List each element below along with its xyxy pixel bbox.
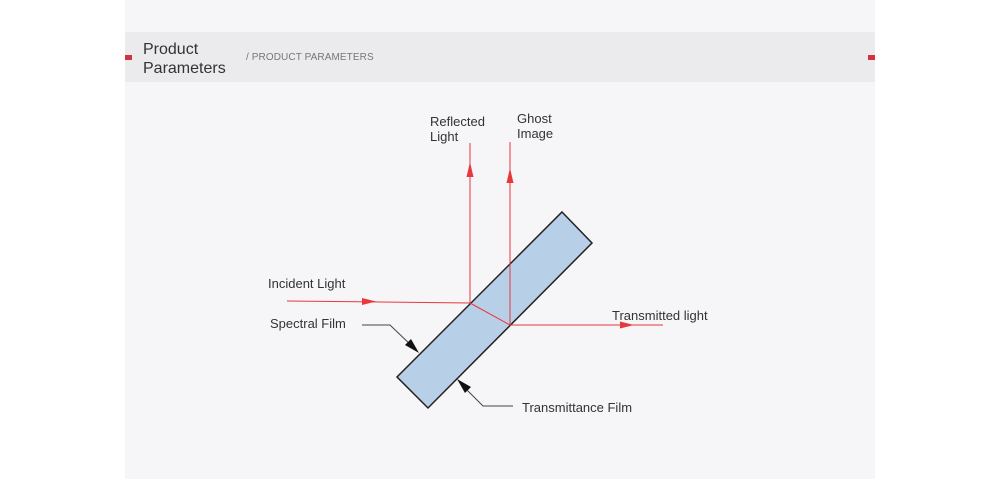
section-header-bar xyxy=(125,32,875,82)
transmittance-film-pointer xyxy=(457,379,471,393)
label-incident-light: Incident Light xyxy=(268,276,346,291)
label-ghost-line2: Image xyxy=(517,126,553,141)
header-marker-right xyxy=(868,55,875,60)
spectral-film-leader xyxy=(362,324,415,349)
header-marker-left xyxy=(125,55,132,60)
section-subtitle: / PRODUCT PARAMETERS xyxy=(246,52,374,63)
spectral-film-pointer xyxy=(405,339,419,353)
transmitted-arrowhead xyxy=(620,321,634,329)
label-reflected-line1: Reflected xyxy=(430,114,485,129)
section-title: Product Parameters xyxy=(143,41,226,77)
ghost-arrowhead xyxy=(506,168,514,183)
reflected-arrowhead xyxy=(466,162,474,177)
transmittance-film-leader xyxy=(461,384,513,407)
label-spectral-film: Spectral Film xyxy=(270,316,346,331)
label-transmittance-film: Transmittance Film xyxy=(522,400,632,415)
incident-arrowhead xyxy=(362,298,376,305)
label-transmitted-light: Transmitted light xyxy=(612,308,708,323)
refracted-ray xyxy=(469,302,511,326)
incident-ray xyxy=(286,300,471,304)
label-reflected-line2: Light xyxy=(430,129,459,144)
glass-plate xyxy=(395,210,594,410)
label-ghost-line1: Ghost xyxy=(517,111,552,126)
